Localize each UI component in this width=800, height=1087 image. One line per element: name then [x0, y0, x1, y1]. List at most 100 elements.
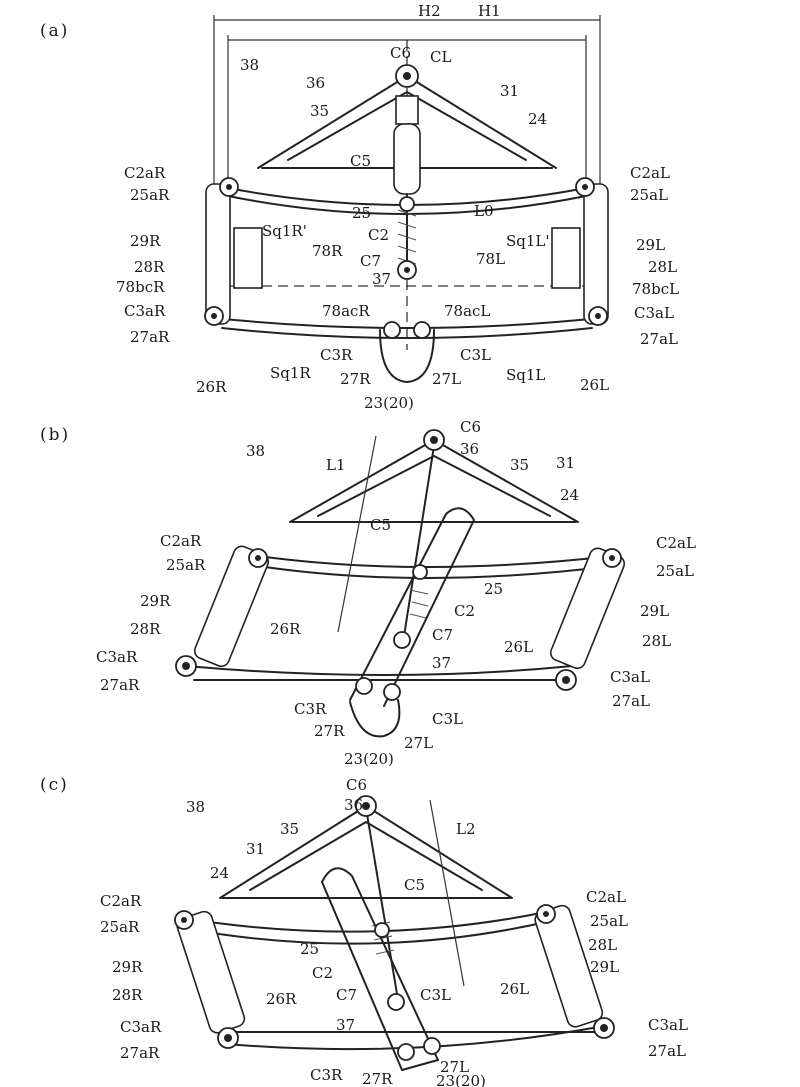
- frame-31-inner: [317, 455, 551, 517]
- label-27R: 27R: [362, 1070, 393, 1087]
- label-c6: C6: [390, 44, 411, 62]
- pivot-c3L: [423, 1037, 441, 1055]
- label-c6: C6: [346, 776, 367, 794]
- lower-arm-26: [185, 665, 573, 676]
- label-c2aR: C2aR: [124, 164, 166, 182]
- label-38: 38: [246, 442, 265, 460]
- pivot-c3L: [383, 683, 401, 701]
- label-24: 24: [210, 864, 229, 882]
- label-23-20: 23(20): [436, 1072, 486, 1087]
- label-c2aL: C2aL: [630, 164, 670, 182]
- shock-c5: [403, 445, 435, 637]
- label-c3aL: C3aL: [648, 1016, 688, 1034]
- label-36: 36: [306, 74, 325, 92]
- label-78bcR: 78bcR: [116, 278, 165, 296]
- label-25: 25: [300, 940, 319, 958]
- label-36: 36: [344, 796, 363, 814]
- lower-arm-26-inner: [221, 327, 593, 339]
- label-24: 24: [528, 110, 547, 128]
- label-27aL: 27aL: [612, 692, 650, 710]
- panel-c: (c) C6 36 38: [40, 775, 688, 1087]
- label-78L: 78L: [476, 250, 505, 268]
- label-c3R: C3R: [310, 1066, 343, 1084]
- spring-37: [397, 209, 417, 265]
- upper-arm-24: [257, 555, 613, 568]
- label-35: 35: [310, 102, 329, 120]
- label-c3R: C3R: [320, 346, 353, 364]
- label-29L: 29L: [590, 958, 619, 976]
- swing-arm: [349, 507, 475, 707]
- spring-37: [409, 589, 429, 619]
- label-25aR: 25aR: [100, 918, 140, 936]
- upper-arm-24-lower: [257, 565, 613, 579]
- label-23-20: 23(20): [344, 750, 394, 768]
- label-25aR: 25aR: [166, 556, 206, 574]
- label-27aR: 27aR: [120, 1044, 160, 1062]
- label-27aR: 27aR: [130, 328, 170, 346]
- label-25aL: 25aL: [630, 186, 668, 204]
- label-sq1L: Sq1L: [506, 366, 545, 384]
- label-c3aL: C3aL: [610, 668, 650, 686]
- shock-body-c5: [393, 123, 421, 195]
- label-c5: C5: [404, 876, 425, 894]
- pivot-c2: [412, 564, 428, 580]
- label-c2: C2: [454, 602, 475, 620]
- label-27L: 27L: [432, 370, 461, 388]
- label-l0: L0: [474, 202, 494, 220]
- label-37: 37: [372, 270, 391, 288]
- label-28R: 28R: [130, 620, 161, 638]
- label-27L: 27L: [404, 734, 433, 752]
- label-24: 24: [560, 486, 579, 504]
- label-27R: 27R: [340, 370, 371, 388]
- label-l1: L1: [326, 456, 346, 474]
- panel-a-label: (a): [40, 21, 69, 41]
- upper-arm-24-lower: [181, 921, 547, 945]
- pivot-c2: [399, 196, 415, 212]
- knuckle-left: [583, 183, 609, 325]
- label-27aL: 27aL: [640, 330, 678, 348]
- label-26R: 26R: [266, 990, 297, 1008]
- frame-31-inner: [287, 91, 527, 161]
- label-sq1R-prime: Sq1R': [262, 222, 307, 240]
- label-c3aR: C3aR: [120, 1018, 162, 1036]
- damper-29R: [233, 227, 263, 289]
- label-c3aR: C3aR: [96, 648, 138, 666]
- label-78R: 78R: [312, 242, 343, 260]
- label-h2: H2: [418, 2, 441, 20]
- label-25: 25: [484, 580, 503, 598]
- label-78acL: 78acL: [444, 302, 490, 320]
- label-c3L: C3L: [460, 346, 491, 364]
- dim-line-l1: [337, 435, 377, 633]
- label-26L: 26L: [504, 638, 533, 656]
- frame-31-inner: [249, 821, 483, 891]
- pivot-c3L: [413, 321, 431, 339]
- label-sq1R: Sq1R: [270, 364, 311, 382]
- label-l2: L2: [456, 820, 476, 838]
- label-38: 38: [186, 798, 205, 816]
- label-c2aR: C2aR: [100, 892, 142, 910]
- label-31: 31: [556, 454, 575, 472]
- label-c3R: C3R: [294, 700, 327, 718]
- label-c3aL: C3aL: [634, 304, 674, 322]
- label-78bcL: 78bcL: [632, 280, 679, 298]
- label-27aL: 27aL: [648, 1042, 686, 1060]
- label-c5: C5: [350, 152, 371, 170]
- label-c7: C7: [360, 252, 381, 270]
- label-25aL: 25aL: [590, 912, 628, 930]
- label-26L: 26L: [580, 376, 609, 394]
- knuckle-right: [205, 183, 231, 325]
- label-23-20: 23(20): [364, 394, 414, 412]
- panel-b: (b): [40, 418, 696, 768]
- label-26R: 26R: [196, 378, 227, 396]
- label-31: 31: [500, 82, 519, 100]
- label-28R: 28R: [112, 986, 143, 1004]
- label-29L: 29L: [640, 602, 669, 620]
- label-38: 38: [240, 56, 259, 74]
- panel-b-label: (b): [40, 425, 70, 445]
- label-29R: 29R: [130, 232, 161, 250]
- label-29R: 29R: [140, 592, 171, 610]
- label-35: 35: [510, 456, 529, 474]
- label-c7: C7: [432, 626, 453, 644]
- pivot-c7: [393, 631, 411, 649]
